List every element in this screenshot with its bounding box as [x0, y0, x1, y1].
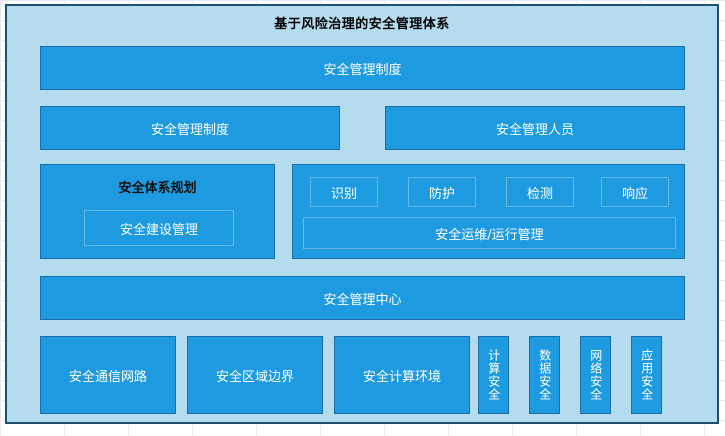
bottom-vertical-network-security[interactable]: 网络安全 — [580, 336, 611, 414]
security-planning-heading: 安全体系规划 — [118, 181, 197, 196]
security-construction-box[interactable]: 安全建设管理 — [84, 210, 234, 246]
bottom-vertical-label: 网络安全 — [588, 349, 603, 401]
policy-personnel-box[interactable]: 安全管理人员 — [385, 106, 685, 150]
capability-chip-respond[interactable]: 响应 — [601, 177, 669, 207]
security-planning-block[interactable]: 安全体系规划 安全建设管理 — [40, 164, 275, 259]
security-operations-block[interactable]: 识别 防护 检测 响应 安全运维/运行管理 — [292, 164, 685, 259]
bottom-vertical-label: 计算安全 — [486, 349, 501, 401]
security-framework-diagram: 基于风险治理的安全管理体系 安全管理制度 安全管理制度 安全管理人员 安全体系规… — [5, 4, 719, 424]
bottom-vertical-computing-security[interactable]: 计算安全 — [478, 336, 509, 414]
policy-system-box[interactable]: 安全管理制度 — [40, 106, 340, 150]
policy-top-box[interactable]: 安全管理制度 — [40, 46, 685, 90]
capability-chip-row: 识别 防护 检测 响应 — [303, 177, 676, 207]
page-title: 基于风险治理的安全管理体系 — [274, 17, 450, 32]
bottom-vertical-label: 应用安全 — [639, 349, 654, 401]
capability-chip-protect[interactable]: 防护 — [408, 177, 476, 207]
security-operations-bar[interactable]: 安全运维/运行管理 — [303, 217, 676, 249]
security-management-center-box[interactable]: 安全管理中心 — [40, 276, 685, 320]
bottom-vertical-application-security[interactable]: 应用安全 — [631, 336, 662, 414]
capability-chip-identify[interactable]: 识别 — [310, 177, 378, 207]
bottom-box-area-boundary[interactable]: 安全区域边界 — [187, 336, 323, 414]
bottom-box-communication-network[interactable]: 安全通信网路 — [40, 336, 176, 414]
bottom-vertical-data-security[interactable]: 数据安全 — [529, 336, 560, 414]
capability-chip-detect[interactable]: 检测 — [506, 177, 574, 207]
bottom-vertical-label: 数据安全 — [537, 349, 552, 401]
bottom-box-computing-environment[interactable]: 安全计算环境 — [334, 336, 470, 414]
